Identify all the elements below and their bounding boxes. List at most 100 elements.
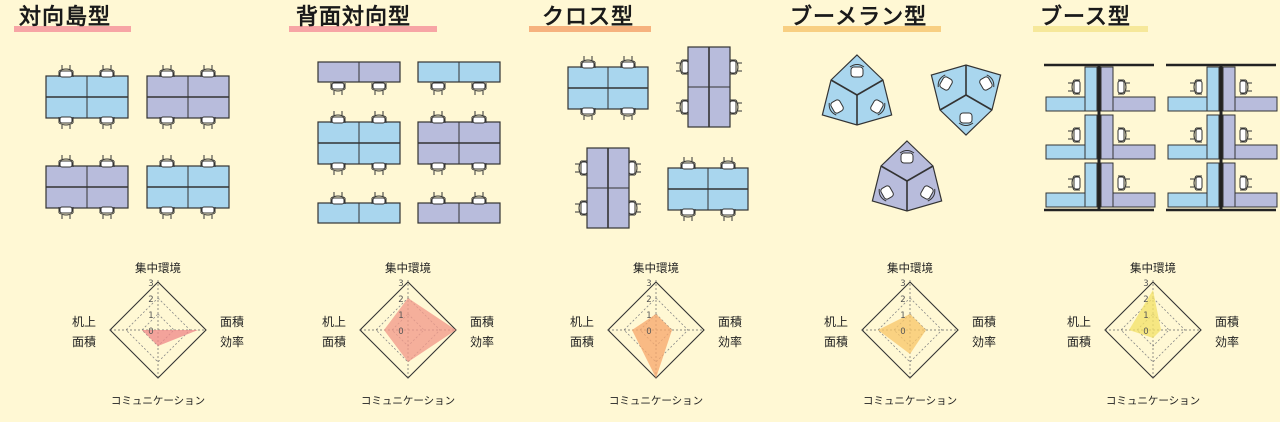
chair-icon	[200, 206, 216, 219]
boomerang-pod	[821, 54, 893, 126]
radar-label-desk-area: 机上	[1067, 315, 1091, 329]
chair-icon	[159, 65, 175, 78]
chair-back	[371, 114, 387, 118]
chair-seat	[201, 160, 215, 168]
chair-icon	[99, 65, 115, 78]
title-underline-taikou	[14, 26, 131, 32]
booth-desk	[1045, 144, 1089, 160]
radar-label-area-efficiency: 面積	[220, 314, 244, 329]
chair-seat	[1239, 128, 1247, 142]
chair-icon	[1239, 175, 1252, 191]
radar-label-concentration: 集中環境	[633, 261, 679, 275]
chair-back	[1193, 79, 1197, 95]
chair-back	[330, 114, 346, 118]
chair-icon	[899, 150, 915, 164]
radar-label-area-efficiency: 効率	[972, 334, 996, 349]
radar-label-desk-area: 面積	[1067, 334, 1091, 349]
chair-seat	[431, 197, 445, 205]
chair-back	[471, 88, 487, 92]
chair-back	[927, 188, 936, 202]
chair-icon	[628, 200, 641, 216]
chair-seat	[628, 161, 636, 175]
chair-back	[578, 160, 582, 176]
chair-seat	[580, 201, 588, 215]
chair-back	[58, 122, 74, 126]
booth-desk	[1084, 66, 1098, 112]
chair-icon	[58, 116, 74, 129]
booth-desk	[1167, 96, 1211, 112]
chair-icon	[1068, 127, 1081, 143]
chair-back	[430, 168, 446, 172]
chair-icon	[729, 99, 742, 115]
radar-tick-label: 1	[646, 311, 651, 321]
booth-desk	[1112, 96, 1156, 112]
chair-seat	[681, 100, 689, 114]
chair-seat	[1073, 80, 1081, 94]
chair-seat	[920, 185, 934, 200]
boomerang-pod	[871, 140, 943, 212]
chair-seat	[331, 82, 345, 90]
radar-label-area-efficiency: 効率	[220, 334, 244, 349]
chair-back	[1123, 127, 1127, 143]
radar-tick-label: 1	[1143, 311, 1148, 321]
chair-icon	[430, 111, 446, 124]
chair-back	[99, 68, 115, 72]
chair-back	[99, 122, 115, 126]
chair-seat	[160, 70, 174, 78]
chair-icon	[1068, 79, 1081, 95]
radar-tick-label: 3	[900, 279, 905, 289]
chair-seat	[160, 116, 174, 124]
radar-value-area	[1129, 290, 1161, 338]
radar-tick-label: 0	[900, 327, 905, 337]
booth-desk	[1222, 162, 1236, 208]
chair-seat	[1117, 128, 1125, 142]
chair-back	[200, 122, 216, 126]
chair-icon	[430, 82, 446, 95]
booth-desk	[1234, 144, 1278, 160]
chair-icon	[99, 155, 115, 168]
floorplan-haimen	[317, 61, 501, 224]
chair-seat	[979, 76, 993, 91]
radar-label-desk-area: 面積	[322, 334, 346, 349]
chair-seat	[681, 208, 695, 216]
chair-seat	[201, 206, 215, 214]
booth-desk	[1084, 114, 1098, 160]
radar-label-communication: コミュニケーション	[361, 395, 455, 407]
chair-back	[680, 160, 696, 164]
chair-seat	[1239, 80, 1247, 94]
chair-icon	[580, 107, 596, 120]
chair-icon	[471, 192, 487, 205]
chair-seat	[681, 60, 689, 74]
radar-label-communication: コミュニケーション	[1106, 395, 1200, 407]
chair-seat	[721, 208, 735, 216]
chair-back	[1123, 79, 1127, 95]
radar-label-area-efficiency: 面積	[470, 314, 494, 329]
chair-back	[1123, 175, 1127, 191]
chair-icon	[159, 206, 175, 219]
chair-icon	[330, 162, 346, 175]
chair-back	[58, 158, 74, 162]
chair-icon	[1117, 175, 1130, 191]
radar-label-area-efficiency: 効率	[470, 334, 494, 349]
title-haimen: 背面対向型	[296, 5, 412, 30]
radar-label-concentration: 集中環境	[1130, 261, 1176, 275]
chair-icon	[979, 74, 995, 91]
radar-tick-label: 2	[900, 295, 905, 305]
chair-icon	[1117, 79, 1130, 95]
booth-desk	[1206, 162, 1220, 208]
chair-icon	[1190, 175, 1203, 191]
title-booth: ブース型	[1040, 5, 1131, 30]
radar-value-area	[878, 314, 926, 354]
title-taikou: 対向島型	[19, 5, 112, 30]
radar-tick-label: 1	[398, 311, 403, 321]
radar-label-desk-area: 机上	[824, 315, 848, 329]
radar-label-communication: コミュニケーション	[609, 395, 703, 407]
chair-seat	[100, 206, 114, 214]
booth-desk	[1112, 144, 1156, 160]
chair-icon	[720, 208, 736, 221]
chair-icon	[680, 157, 696, 170]
chair-icon	[200, 116, 216, 129]
